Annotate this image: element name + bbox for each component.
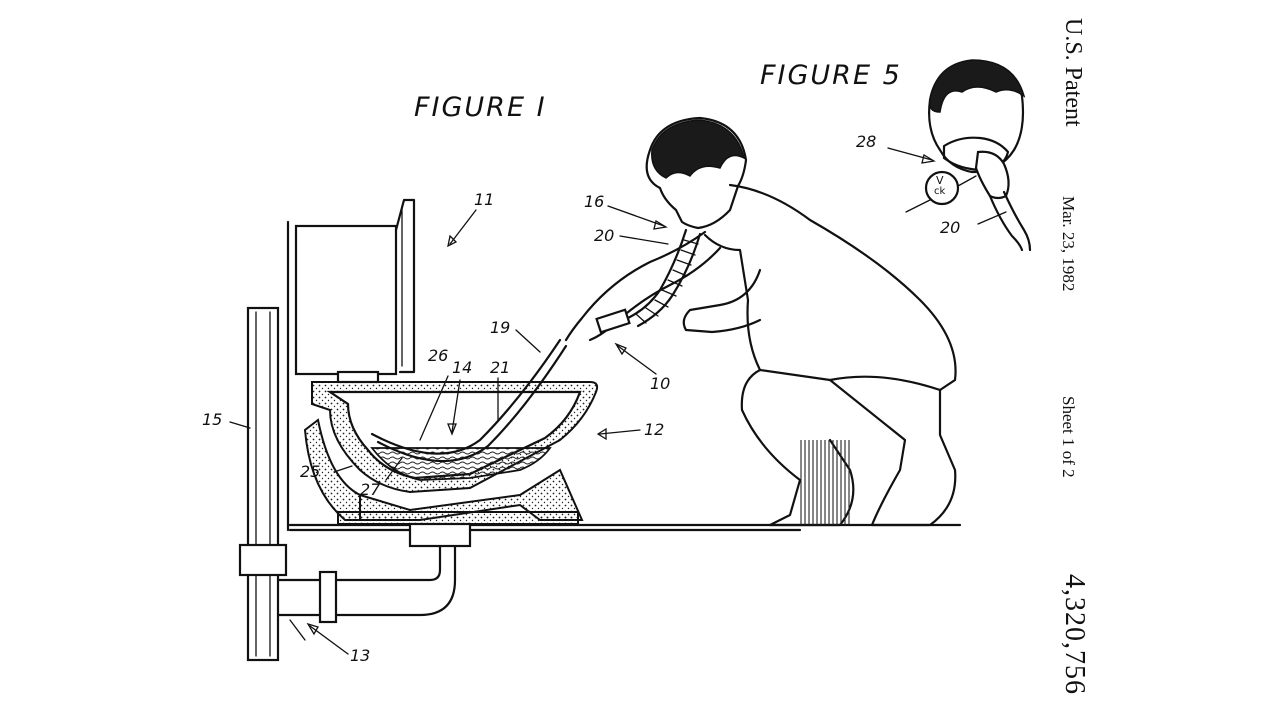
valve-label-v: V — [936, 174, 944, 187]
ref-25: 25 — [300, 462, 321, 481]
ref-20-tube: 20 — [594, 226, 615, 245]
figure-5-title: FIGURE 5 — [760, 60, 902, 91]
ref-20-mask: 20 — [940, 218, 961, 237]
ref-27: 27 — [360, 480, 381, 499]
ref-14: 14 — [452, 358, 473, 377]
toilet-bowl — [303, 381, 599, 548]
patent-number: 4,320,756 — [1059, 574, 1090, 695]
leader-lines — [229, 147, 1007, 655]
ref-12: 12 — [644, 420, 665, 439]
patent-date: Mar. 23, 1982 — [1059, 196, 1078, 292]
snake-hose — [370, 338, 568, 463]
ref-21: 21 — [490, 358, 511, 377]
patent-office-label: U.S. Patent — [1060, 18, 1086, 127]
ref-10: 10 — [650, 374, 671, 393]
mask-wearer-figure — [924, 59, 1032, 252]
sheet-number: Sheet 1 of 2 — [1059, 396, 1078, 478]
toilet-tank — [294, 198, 416, 384]
vertical-drain-pipe — [238, 306, 288, 662]
ref-26: 26 — [428, 346, 449, 365]
ref-19: 19 — [490, 318, 511, 337]
ref-28: 28 — [856, 132, 877, 151]
ref-11: 11 — [474, 190, 495, 209]
operator-figure — [564, 116, 957, 527]
ref-16: 16 — [584, 192, 605, 211]
figure-1-title: FIGURE I — [414, 92, 547, 123]
ref-15: 15 — [202, 410, 223, 429]
valve-label-ck: ck — [934, 186, 946, 197]
ref-13: 13 — [350, 646, 371, 665]
horizontal-drain — [276, 538, 457, 641]
